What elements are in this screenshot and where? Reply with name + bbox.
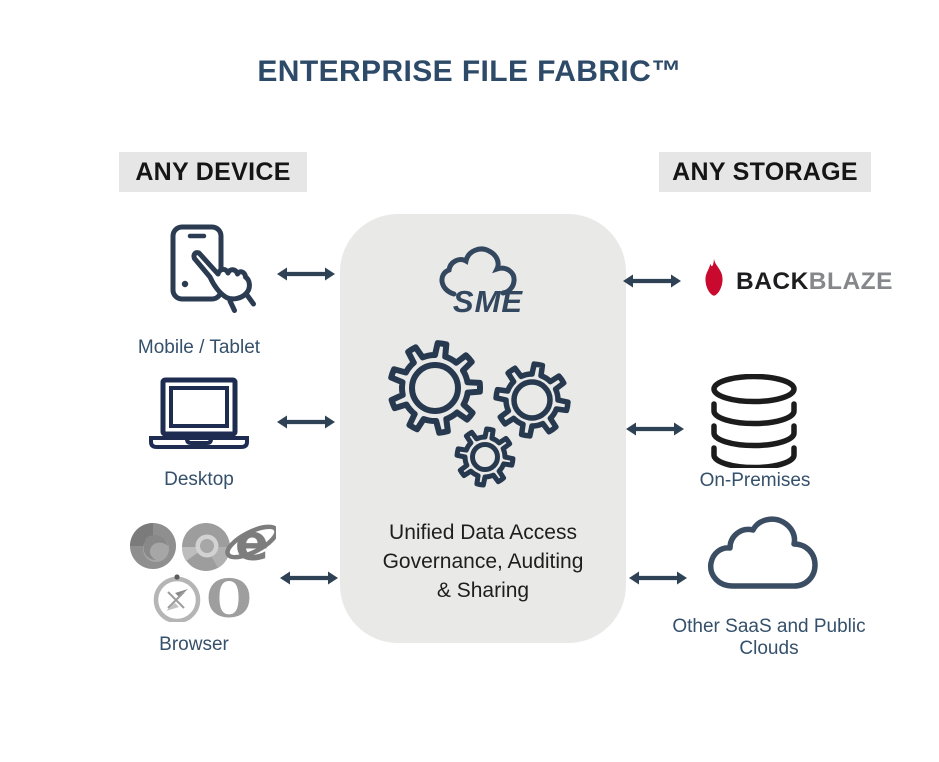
caption-line-1: Unified Data Access	[389, 521, 577, 544]
desktop-label: Desktop	[164, 469, 234, 490]
database-icon	[711, 374, 797, 468]
gears-icon	[388, 340, 571, 488]
cloud-icon	[708, 516, 818, 589]
gear-small	[454, 426, 516, 488]
backblaze-flame-icon	[705, 258, 723, 296]
arrow-mobile-center-icon	[277, 267, 335, 281]
browser-logos: e O	[130, 516, 276, 622]
browser-label: Browser	[159, 634, 229, 655]
internet-explorer-icon: e	[225, 516, 276, 572]
chrome-icon	[181, 523, 231, 571]
gear-medium	[493, 361, 571, 439]
mobile-tablet-label: Mobile / Tablet	[137, 337, 261, 358]
mobile-touch-icon	[170, 224, 256, 313]
backblaze-logo: BACKBLAZE	[736, 267, 893, 297]
laptop-icon	[149, 377, 249, 449]
touch-hand-icon	[191, 250, 256, 313]
caption-line-2: Governance, Auditing	[382, 550, 584, 573]
safari-icon	[153, 574, 201, 622]
caption-line-3: & Sharing	[436, 579, 530, 602]
phone-icon	[170, 224, 224, 302]
sme-logo-text: SME	[453, 284, 524, 318]
svg-text:O: O	[206, 569, 251, 622]
page-title: ENTERPRISE FILE FABRIC™	[257, 55, 682, 88]
gear-large	[388, 340, 483, 436]
arrow-center-onprem-icon	[626, 422, 684, 436]
panel-caption: Unified Data Access Governance, Auditing…	[340, 518, 626, 605]
onprem-label: On-Premises	[699, 470, 811, 491]
firefox-icon	[130, 523, 176, 569]
saas-clouds-label: Other SaaS and Public Clouds	[672, 616, 866, 659]
file-fabric-panel: SME Unified Data Access Governance, Audi…	[340, 214, 626, 643]
backblaze-back-text: BACK	[736, 268, 809, 295]
sme-cloud-icon	[439, 246, 517, 297]
arrow-desktop-center-icon	[277, 415, 335, 429]
arrow-browser-center-icon	[280, 571, 338, 585]
opera-icon: O	[206, 569, 251, 622]
arrow-center-backblaze-icon	[623, 274, 681, 288]
backblaze-blaze-text: BLAZE	[808, 268, 893, 295]
any-storage-header: ANY STORAGE	[659, 152, 871, 192]
arrow-center-saas-icon	[629, 571, 687, 585]
any-device-header: ANY DEVICE	[119, 152, 307, 192]
sme-logo: SME	[439, 246, 524, 318]
